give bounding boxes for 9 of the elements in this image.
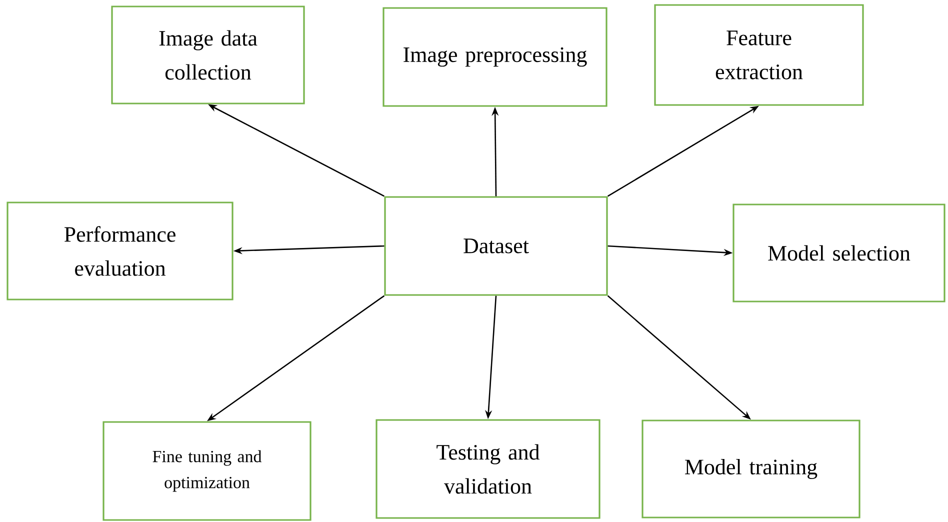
process-box: Model training [642, 420, 860, 518]
process-box: Image data collection [111, 6, 305, 104]
process-box: Performance evaluation [6, 202, 234, 300]
process-box: Feature extraction [654, 4, 864, 106]
process-box: Fine tuning and optimization [102, 421, 312, 521]
process-box: Model selection [732, 204, 946, 302]
process-box: Image preprocessing [382, 7, 608, 107]
process-box: Dataset [384, 196, 608, 296]
process-box: Testing and validation [376, 419, 600, 519]
